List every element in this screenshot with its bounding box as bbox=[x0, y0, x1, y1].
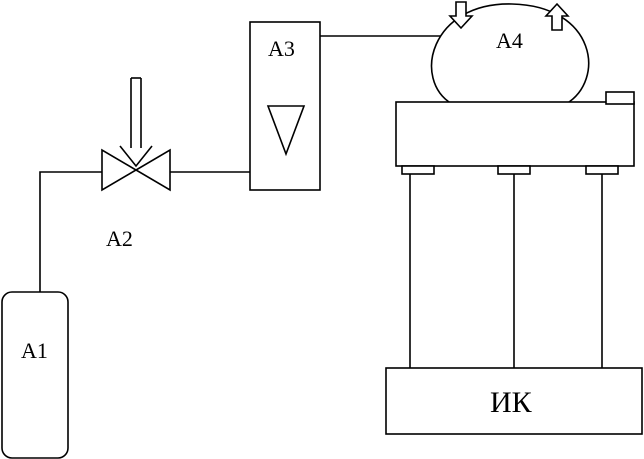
manifold-platform bbox=[395, 91, 635, 175]
cylinder-a1-body bbox=[1, 291, 69, 459]
ik-unit: ИК bbox=[385, 367, 643, 435]
flowmeter-a3-label: A3 bbox=[268, 36, 295, 61]
chamber-a4: A4 bbox=[430, 1, 590, 105]
cylinder-a1: A1 bbox=[1, 291, 69, 459]
chamber-a4-dome bbox=[430, 3, 590, 105]
valve-a2-right-triangle bbox=[134, 148, 171, 192]
outlet-arrow-up-icon bbox=[544, 2, 570, 31]
manifold-body bbox=[395, 101, 635, 167]
valve-a2-left-triangle bbox=[101, 148, 138, 192]
flowmeter-a3: A3 bbox=[249, 21, 321, 191]
connector-left bbox=[401, 165, 435, 175]
pipe-a1-to-a2 bbox=[39, 171, 102, 292]
ik-unit-label: ИК bbox=[490, 386, 533, 419]
flowmeter-a3-triangle-icon bbox=[266, 105, 306, 157]
chamber-a4-label: A4 bbox=[496, 28, 523, 53]
inlet-arrow-down-icon bbox=[448, 1, 474, 30]
manifold-tab bbox=[605, 91, 635, 105]
valve-a2-label: A2 bbox=[106, 226, 133, 251]
connector-right bbox=[585, 165, 619, 175]
valve-a2-arrow-head-icon bbox=[119, 145, 153, 168]
cylinder-a1-label: A1 bbox=[21, 338, 48, 363]
ik-unit-body bbox=[385, 367, 643, 435]
valve-a2: A2 bbox=[101, 77, 171, 251]
connector-middle bbox=[497, 165, 531, 175]
